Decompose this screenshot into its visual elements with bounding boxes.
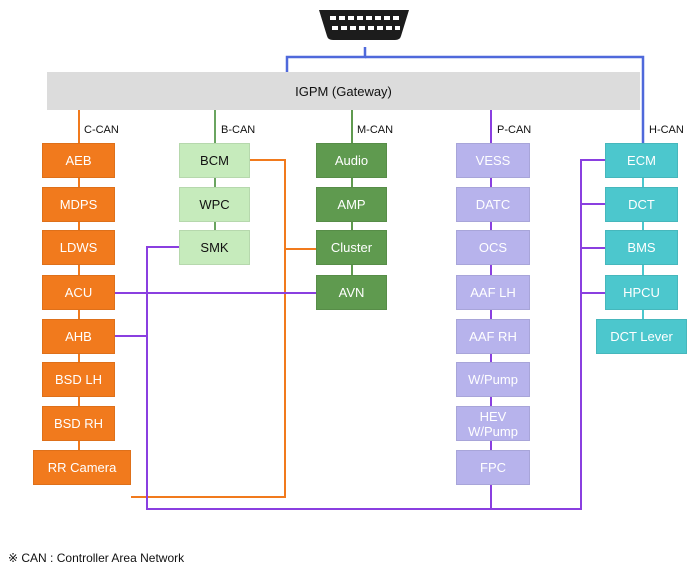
c-can-label: C-CAN xyxy=(84,124,119,136)
node-label: DCT Lever xyxy=(610,329,673,344)
node-mdps: MDPS xyxy=(42,187,115,222)
node-amp: AMP xyxy=(316,187,387,222)
gateway-box: IGPM (Gateway) xyxy=(47,72,640,110)
p-can-label: P-CAN xyxy=(497,124,532,136)
node-ocs: OCS xyxy=(456,230,530,265)
node-label: MDPS xyxy=(59,197,98,212)
node-dct-lever: DCT Lever xyxy=(596,319,687,354)
b-can-label: B-CAN xyxy=(221,124,256,136)
node-vess: VESS xyxy=(456,143,530,178)
h-can-label: H-CAN xyxy=(649,124,684,136)
node-label: HEV W/Pump xyxy=(468,408,518,439)
node-label: BSD LH xyxy=(55,372,102,387)
node-aaf-rh: AAF RH xyxy=(456,319,530,354)
node-ecm: ECM xyxy=(605,143,678,178)
node-acu: ACU xyxy=(42,275,115,310)
node-aeb: AEB xyxy=(42,143,115,178)
node-datc: DATC xyxy=(456,187,530,222)
h-can-trunk-line xyxy=(365,55,645,147)
obd-connector-icon xyxy=(319,10,409,40)
node-label: OCS xyxy=(478,240,508,255)
node-label: BSD RH xyxy=(53,416,104,431)
node-rr-camera: RR Camera xyxy=(33,450,131,485)
node-label: AMP xyxy=(337,197,366,212)
node-label: VESS xyxy=(475,153,511,168)
node-aaf-lh: AAF LH xyxy=(456,275,530,310)
node-label: LDWS xyxy=(59,240,98,255)
node-label: AEB xyxy=(65,153,92,168)
node-label: ACU xyxy=(64,285,93,300)
node-label: ECM xyxy=(627,153,656,168)
node-label: Cluster xyxy=(330,240,373,255)
m-can-label: M-CAN xyxy=(357,124,394,136)
gateway-label: IGPM (Gateway) xyxy=(295,83,392,99)
gateway-link-line xyxy=(285,47,367,72)
node-bms: BMS xyxy=(605,230,678,265)
node-label: WPC xyxy=(199,197,230,212)
node-w-pump: W/Pump xyxy=(456,362,530,397)
node-smk: SMK xyxy=(179,230,250,265)
node-fpc: FPC xyxy=(456,450,530,485)
node-label: AVN xyxy=(338,285,365,300)
node-label: AAF LH xyxy=(470,285,516,300)
node-hpcu: HPCU xyxy=(605,275,678,310)
node-dct: DCT xyxy=(605,187,678,222)
node-wpc: WPC xyxy=(179,187,250,222)
node-label: SMK xyxy=(200,240,229,255)
bcm-orange-line xyxy=(131,159,286,498)
node-label: W/Pump xyxy=(468,372,518,387)
node-label: FPC xyxy=(480,460,506,475)
node-bsd-rh: BSD RH xyxy=(42,406,115,441)
node-ldws: LDWS xyxy=(42,230,115,265)
node-label: BCM xyxy=(200,153,229,168)
node-hev-w-pump: HEV W/Pump xyxy=(456,406,530,441)
node-label: AAF RH xyxy=(469,329,517,344)
node-cluster: Cluster xyxy=(316,230,387,265)
node-label: DCT xyxy=(628,197,655,212)
node-label: AHB xyxy=(65,329,92,344)
node-label: BMS xyxy=(627,240,656,255)
smk-loop-line xyxy=(146,159,605,510)
node-label: Audio xyxy=(334,153,369,168)
node-label: HPCU xyxy=(623,285,660,300)
node-avn: AVN xyxy=(316,275,387,310)
footnote: ※ CAN : Controller Area Network xyxy=(8,551,185,565)
node-bsd-lh: BSD LH xyxy=(42,362,115,397)
node-bcm: BCM xyxy=(179,143,250,178)
node-label: DATC xyxy=(475,197,511,212)
node-label: RR Camera xyxy=(47,460,117,475)
node-audio: Audio xyxy=(316,143,387,178)
node-ahb: AHB xyxy=(42,319,115,354)
